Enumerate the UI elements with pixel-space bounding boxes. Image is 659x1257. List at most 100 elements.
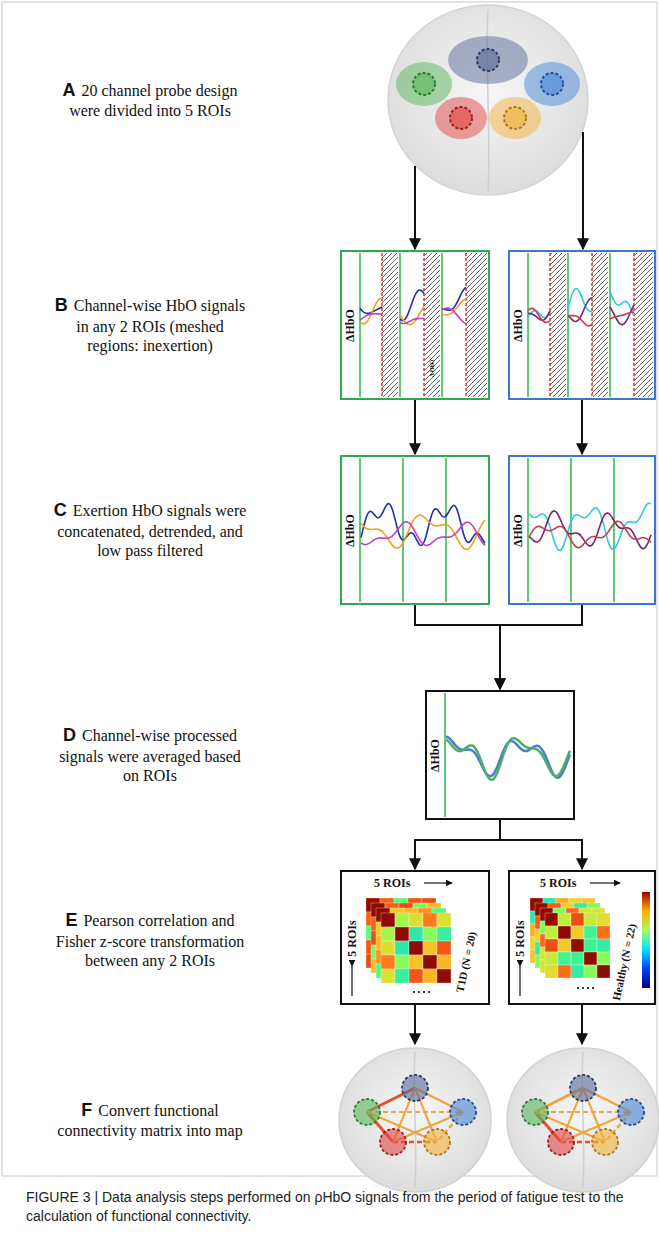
step-description: Channel-wise processed signals were aver… [59, 727, 241, 784]
matrix-cell [597, 913, 610, 926]
matrix-cell [395, 941, 409, 955]
brain-midline [582, 1052, 584, 1188]
panel-label: 5 ROIs [346, 920, 359, 956]
panel-label: Δ HbO [429, 359, 436, 377]
panel-plot [352, 883, 452, 996]
matrix-cell [409, 955, 423, 969]
matrix-cell [395, 927, 409, 941]
matrix-cell [571, 952, 584, 965]
hbo-trace [610, 312, 634, 319]
signal-panel: ΔHbO [508, 455, 656, 605]
connectivity-map [507, 1048, 659, 1192]
panel-label: ΔHbO [343, 514, 356, 547]
roi-marker [413, 73, 435, 95]
exertion-onset [441, 253, 443, 397]
step-description: Channel-wise HbO signals in any 2 ROIs (… [74, 297, 246, 354]
signal-panel: ΔHbO Δ HbO [340, 250, 490, 400]
exertion-onset [359, 253, 361, 397]
hbo-trace [400, 306, 424, 324]
matrix-cell [545, 913, 558, 926]
matrix-cell [437, 955, 451, 969]
roi-marker [592, 1129, 618, 1155]
step-description: Exertion HbO signals were concatenated, … [57, 502, 246, 559]
flow-arrow [500, 605, 582, 689]
roi-marker [477, 49, 499, 71]
ellipsis-dot [413, 991, 415, 993]
matrix-cell [437, 927, 451, 941]
figure-caption: FIGURE 3 | Data analysis steps performed… [26, 1188, 644, 1226]
flow-arrow [414, 166, 416, 249]
rest-hatch [382, 253, 398, 397]
exertion-onset [527, 253, 529, 397]
matrix-cell [571, 926, 584, 939]
panel-label: ΔHbO [343, 309, 356, 342]
hbo-trace [610, 305, 634, 325]
ellipsis-dot [587, 987, 589, 989]
flow-arrow [581, 400, 583, 454]
matrix-cell [422, 954, 436, 968]
brain-outline [507, 1048, 659, 1192]
exertion-onset [609, 253, 611, 397]
connectivity-link [367, 1111, 463, 1113]
ellipsis-dot [582, 987, 584, 989]
matrix-cell [545, 939, 558, 952]
roi-marker [424, 1129, 450, 1155]
connectivity-link [535, 1111, 631, 1113]
matrix-cell [423, 969, 437, 983]
matrix-cell [409, 941, 423, 955]
matrix-cell [545, 965, 558, 978]
matrix-cell [381, 941, 395, 955]
hbo-trace [361, 515, 485, 549]
matrix-cell [423, 927, 437, 941]
brain-midline [414, 1052, 416, 1188]
segment-boundary [527, 458, 529, 602]
matrix-cell [423, 955, 437, 969]
panel-label: T1D (N = 20) [453, 931, 478, 994]
matrix-cell [597, 926, 610, 939]
brain-outline [388, 5, 588, 195]
rest-boundary [423, 253, 425, 397]
matrix-cell [558, 952, 571, 965]
panel-label: ΔHbO [511, 514, 524, 547]
step-label: A20 channel probe design were divided in… [50, 80, 250, 121]
matrix-cell [381, 969, 395, 983]
step-letter: B [55, 295, 68, 315]
matrix-cell [437, 913, 451, 927]
roi-region [489, 97, 541, 139]
matrix-cell [381, 927, 395, 941]
matrix-cell [409, 969, 423, 983]
matrix-cell [394, 940, 408, 954]
hbo-trace [442, 287, 466, 310]
segment-boundary [570, 458, 572, 602]
matrix-cell [558, 939, 571, 952]
roi-marker [541, 73, 563, 95]
matrix-cell [394, 926, 408, 940]
roi-average-trace [446, 738, 570, 780]
rest-boundary [381, 253, 383, 397]
matrix-cell [423, 913, 437, 927]
roi-region [396, 62, 452, 106]
matrix-cell [408, 912, 422, 926]
panel-label: 5 ROIs [540, 877, 576, 890]
axis-arrow [519, 966, 520, 996]
averaged-signal-panel: ΔHbO [425, 690, 575, 820]
rest-hatch [466, 253, 487, 397]
step-letter: F [81, 1100, 92, 1120]
flow-arrow [582, 132, 584, 249]
step-letter: A [63, 80, 76, 100]
matrix-cell [408, 954, 422, 968]
hbo-trace [360, 314, 382, 320]
matrix-cell [437, 969, 451, 983]
step-label: DChannel-wise processed signals were ave… [50, 725, 250, 785]
matrix-cell [584, 965, 597, 978]
roi-marker [570, 1075, 596, 1101]
roi-region [524, 62, 580, 106]
flow-arrow [414, 1005, 416, 1044]
step-label: CExertion HbO signals were concatenated,… [50, 500, 250, 560]
hbo-trace [442, 308, 466, 324]
hbo-trace [360, 298, 382, 324]
flow-arrow [415, 820, 500, 869]
step-letter: C [54, 500, 67, 520]
roi-marker [504, 107, 526, 129]
